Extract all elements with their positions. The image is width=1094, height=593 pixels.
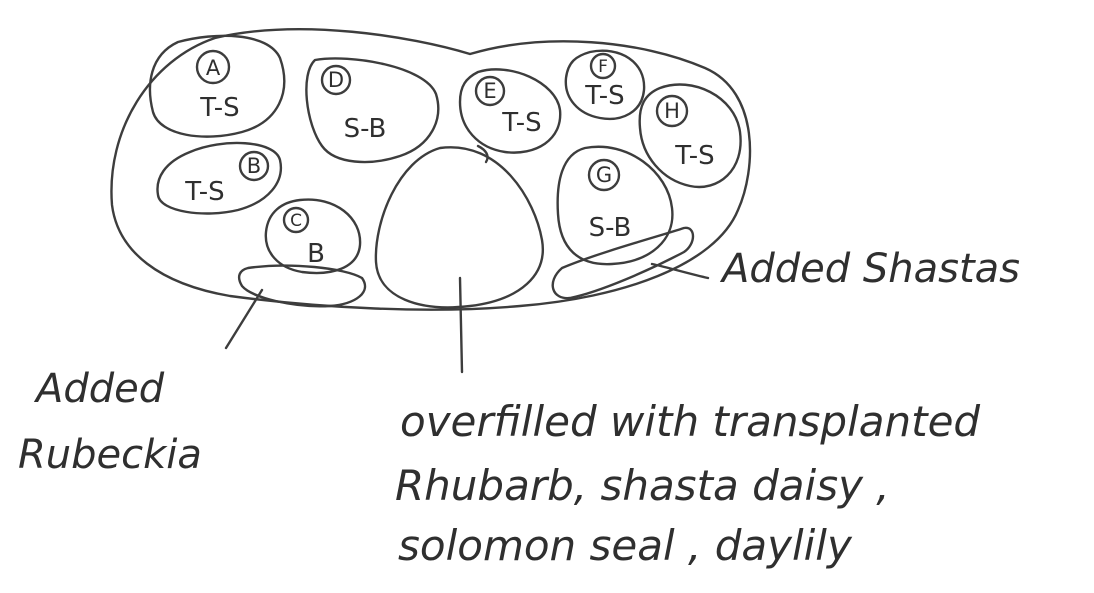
added-rubeckia-label-line2: Rubeckia [18,432,202,478]
added-rubeckia-label-line1: Added [33,366,165,412]
plot-c-code: B [307,239,325,269]
plot-c-letter: C [290,211,302,231]
plot-b: B T-S [156,141,283,215]
plot-b-letter: B [247,154,261,178]
plot-b-letter-circle [238,150,270,182]
plot-d-letter: D [328,68,344,92]
plot-f: F T-S [564,49,646,121]
plot-e-outline [458,68,562,154]
garden-bed-outline [110,28,752,311]
plot-h-code: T-S [674,141,714,171]
plot-d: D S-B [305,57,440,164]
plot-h-letter-circle [655,94,689,128]
added-rubeckia-bed [237,264,367,308]
plot-a-letter-circle [195,49,231,85]
plot-h-letter: H [664,99,680,123]
plot-d-code: S-B [344,114,387,144]
overfilled-center-bed [374,146,544,309]
overfilled-note-line2: Rhubarb, shasta daisy , [395,461,890,510]
plot-a-code: T-S [199,93,239,123]
plot-f-code: T-S [584,81,624,111]
overfilled-note-line1: overfilled with transplanted [400,397,980,446]
plot-f-letter: F [598,57,608,77]
leader-overfilled [458,276,464,374]
plot-f-outline [564,49,646,121]
plot-h-outline [638,83,742,189]
plot-e-letter: E [483,79,496,103]
plot-e-code: T-S [501,108,541,138]
plot-g-outline [556,145,674,266]
plot-b-code: T-S [184,177,224,207]
plot-e-letter-circle [474,75,506,107]
plot-c-outline [264,198,362,275]
plot-d-outline [305,57,440,164]
leader-added-shastas [650,262,710,280]
plot-d-letter-circle [320,64,352,96]
center-bed-edge-mark [476,144,489,164]
plot-g-code: S-B [589,213,632,243]
overfilled-note-line3: solomon seal , daylily [398,521,853,570]
plot-a-letter: A [206,56,221,80]
plot-f-letter-circle [589,52,617,80]
plot-a-outline [148,34,286,138]
plot-c: C B [264,198,362,275]
plot-c-letter-circle [282,206,310,234]
plot-g-letter: G [596,163,612,187]
plot-b-outline [156,141,283,215]
plot-e: E T-S [458,68,562,154]
plot-g-letter-circle [587,158,621,192]
added-shastas-bed [551,226,695,300]
leader-added-rubeckia [224,288,264,350]
plot-g: G S-B [556,145,674,266]
added-shastas-label: Added Shastas [719,246,1020,292]
plot-a: A T-S [148,34,286,138]
plot-h: H T-S [638,83,742,189]
